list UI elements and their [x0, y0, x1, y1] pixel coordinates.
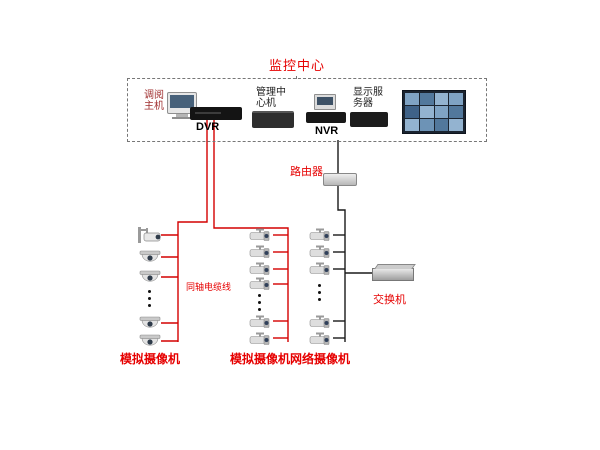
nvr-device-icon: [306, 112, 346, 123]
dome-camera-icon: [139, 316, 161, 336]
bullet-camera-icon: [307, 332, 333, 350]
video-wall-tile: [419, 106, 434, 118]
video-wall-tile: [405, 119, 419, 131]
analog-wires: [161, 120, 289, 342]
video-wall-icon: [402, 90, 466, 134]
nvr-monitor-icon: [314, 94, 336, 110]
server-device-icon: [252, 111, 294, 128]
dot: [318, 284, 321, 287]
network-cameras-label: 网络摄像机: [289, 352, 350, 366]
management-center-label: 管理中心机: [256, 87, 286, 109]
crt-screen: [170, 95, 194, 108]
ellipsis-dots: [258, 294, 261, 311]
video-wall-tile: [449, 119, 463, 131]
ellipsis-dots: [318, 284, 321, 301]
dot: [148, 297, 151, 300]
video-wall-tile: [434, 119, 449, 131]
dot: [258, 301, 261, 304]
ellipsis-dots: [148, 290, 151, 307]
video-wall-tile: [405, 93, 419, 105]
router-device-icon: [323, 173, 357, 186]
display-server-label: 显示服务器: [353, 87, 383, 109]
bullet-camera-icon: [247, 228, 273, 246]
network-wire-path: [337, 184, 346, 342]
crt-monitor-icon: [167, 92, 197, 119]
analog-wire-path: [213, 120, 289, 342]
dot: [318, 291, 321, 294]
router-label: 路由器: [290, 166, 323, 178]
video-wall-tile: [419, 93, 434, 105]
video-wall-tile: [434, 93, 449, 105]
video-wall-tile: [419, 119, 434, 131]
viewing-host-label: 调阅主机: [144, 90, 164, 112]
bullet-camera-icon: [247, 332, 273, 350]
video-wall-tile: [434, 106, 449, 118]
crt-base: [172, 117, 192, 119]
dvr-label: DVR: [196, 121, 220, 133]
bullet-camera-icon: [247, 262, 273, 280]
coax-cable-label: 同轴电缆线: [186, 282, 232, 292]
display-server-device-icon: [350, 112, 388, 127]
bullet-camera-icon: [247, 315, 273, 333]
ptz-camera-icon: [136, 226, 164, 250]
nvr-label: NVR: [315, 125, 339, 137]
dome-camera-icon: [139, 270, 161, 290]
switch-device-icon: [372, 268, 414, 281]
bullet-camera-icon: [307, 245, 333, 263]
switch-label: 交换机: [373, 294, 406, 306]
monitoring-center-title: 监控中心: [252, 55, 342, 74]
dot: [148, 304, 151, 307]
bullet-camera-icon: [307, 228, 333, 246]
bullet-camera-icon: [307, 315, 333, 333]
dot: [148, 290, 151, 293]
crt-case: [167, 92, 197, 114]
video-wall-tile: [449, 93, 463, 105]
video-wall-tile: [449, 106, 463, 118]
video-wall-tile: [405, 106, 419, 118]
monitoring-center-box: [127, 78, 487, 142]
analog-cameras-label-1: 模拟摄像机: [119, 352, 180, 366]
nvr-monitor-screen: [317, 97, 333, 105]
dome-camera-icon: [139, 250, 161, 270]
nvr-monitor-case: [314, 94, 336, 110]
dvr-device-icon: [190, 107, 242, 120]
bullet-camera-icon: [247, 277, 273, 295]
network-wires: [333, 140, 372, 342]
dot: [318, 298, 321, 301]
analog-cameras-label-2: 模拟摄像机: [229, 352, 290, 366]
crt-stand: [176, 114, 188, 117]
dot: [258, 294, 261, 297]
bullet-camera-icon: [247, 245, 273, 263]
analog-wire-path: [177, 120, 208, 342]
bullet-camera-icon: [307, 262, 333, 280]
dot: [258, 308, 261, 311]
title-connector-line: [296, 70, 297, 79]
dome-camera-icon: [139, 334, 161, 354]
